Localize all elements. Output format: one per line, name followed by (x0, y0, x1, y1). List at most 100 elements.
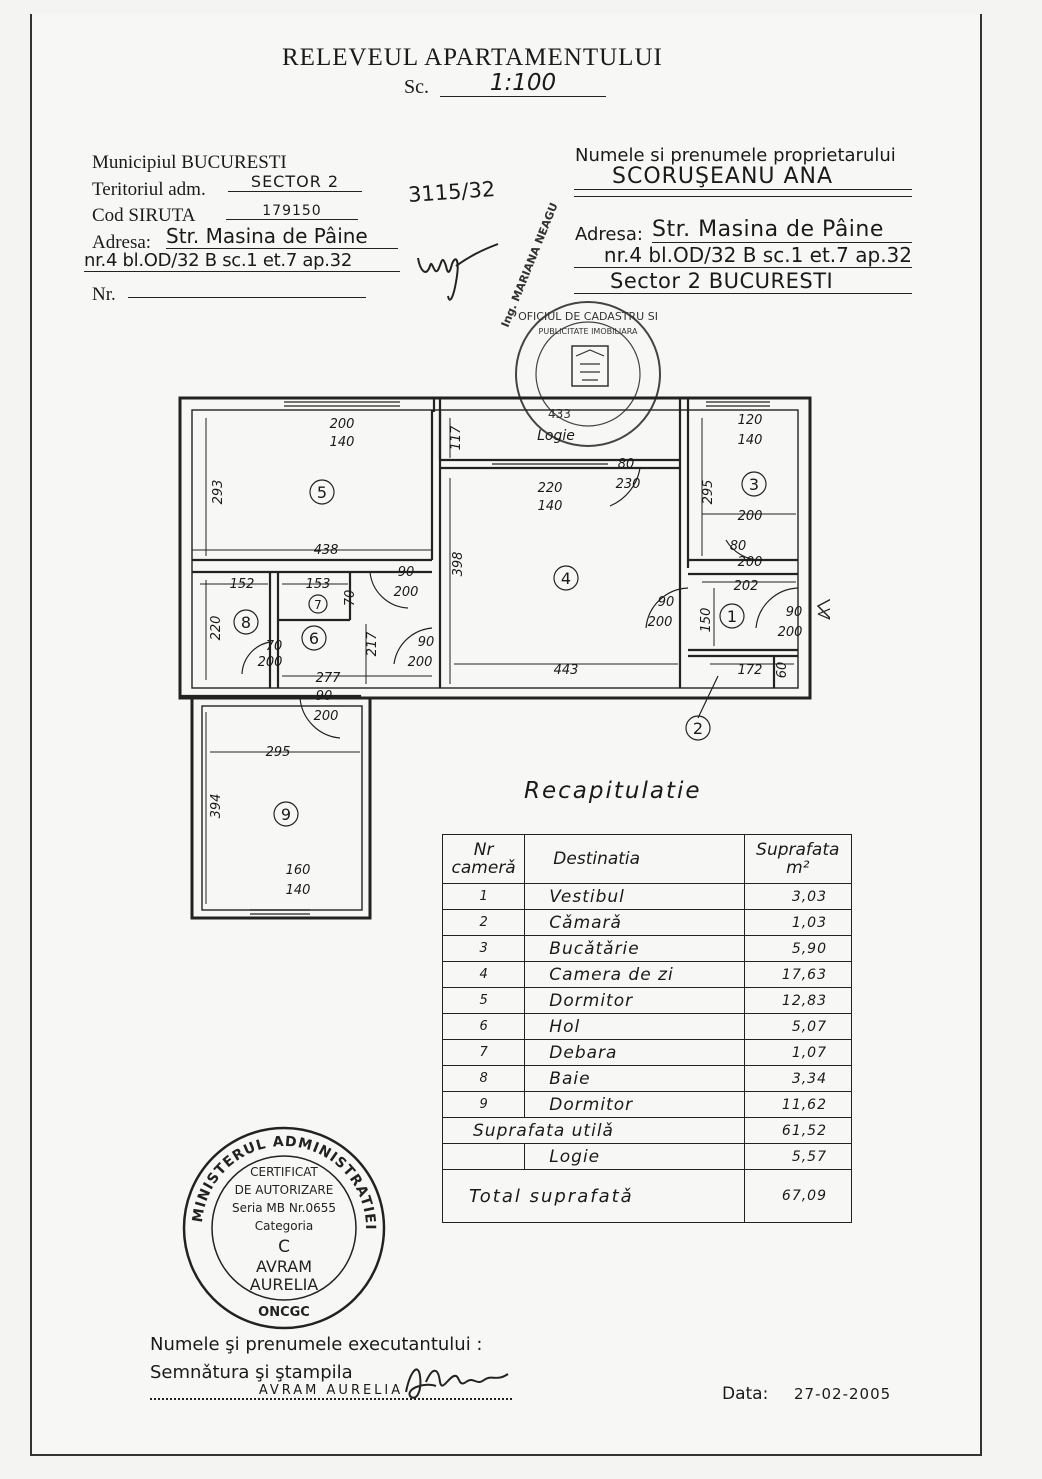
row-nr: 6 (441, 1013, 526, 1040)
dim-r9-depth: 394 (209, 794, 224, 819)
row-dest: Cǎmarǎ (524, 909, 745, 936)
col-dest-header: Destinatia (524, 834, 745, 884)
owner-adresa-label: Adresa: (575, 224, 643, 245)
logie-nr-empty (441, 1143, 526, 1170)
owner-adresa-line1: Str. Masina de Pâine (652, 217, 912, 243)
ministry-line6: AVRAM (256, 1257, 312, 1276)
row-supr: 3,34 (743, 1065, 853, 1092)
dim-r3-depth: 295 (701, 480, 716, 505)
room-4-number: 4 (561, 569, 571, 588)
dim-r1-door-right-h: 200 (778, 625, 803, 640)
dim-r4-door-h: 230 (616, 477, 641, 492)
ministry-stamp: MINISTERUL ADMINISTRATIEI PUBLICE CERTIF… (180, 1124, 386, 1330)
ministry-line5: C (278, 1237, 290, 1257)
dim-r2-depth: 60 (775, 662, 790, 679)
ministry-line2: DE AUTORIZARE (235, 1183, 334, 1197)
row-supr: 12,83 (743, 987, 853, 1014)
row-dest: Debara (524, 1039, 745, 1066)
dim-r1-door-left-h: 200 (648, 615, 673, 630)
logie-label: Logie (524, 1143, 745, 1170)
room-2-number: 2 (693, 719, 703, 738)
dim-r8-door-h: 200 (258, 655, 283, 670)
dim-r4-window-h: 140 (538, 499, 563, 514)
floor-plan: 5 4 3 1 2 6 7 8 9 Logie 200 140 438 293 … (178, 396, 830, 920)
dim-r3-window-h: 140 (738, 433, 763, 448)
row-supr: 5,07 (743, 1013, 853, 1040)
room-9-number: 9 (281, 805, 291, 824)
total-value: 67,09 (743, 1169, 853, 1223)
ministry-line7: AURELIA (250, 1275, 319, 1294)
sign-label: Semnǎtura şi ştampila (150, 1362, 353, 1383)
col-nr-header: Nr camerǎ (441, 834, 526, 884)
util-label: Suprafata utilǎ (442, 1117, 745, 1144)
row-supr: 1,07 (743, 1039, 853, 1066)
dim-r8-door-w: 70 (266, 639, 283, 654)
dim-r3-door-h: 200 (738, 555, 763, 570)
total-row: Total suprafatǎ 67,09 (442, 1169, 853, 1223)
dim-r8-width: 152 (230, 577, 255, 592)
dim-r1-door-right-w: 90 (786, 605, 803, 620)
dim-r9-window-h: 140 (286, 883, 311, 898)
svg-text:OFICIUL DE CADASTRU SI: OFICIUL DE CADASTRU SI (518, 310, 658, 323)
dim-r1-width: 202 (734, 579, 759, 594)
scale-value: 1:100 (440, 70, 606, 97)
dim-r6-door-w: 90 (398, 565, 415, 580)
row-nr: 7 (441, 1039, 526, 1066)
ministry-line1: CERTIFICAT (250, 1165, 318, 1179)
dim-r3-width: 200 (738, 509, 763, 524)
room-8-number: 8 (241, 613, 251, 632)
date-label: Data: (722, 1384, 769, 1404)
row-nr: 2 (441, 909, 526, 936)
adresa-line2: nr.4 bl.OD/32 B sc.1 et.7 ap.32 (84, 250, 400, 272)
ministry-bottom: ONCGC (258, 1305, 310, 1320)
dim-r2-width: 172 (738, 663, 763, 678)
handwritten-signature-top (417, 243, 499, 301)
dim-r4-depth: 398 (451, 552, 466, 577)
nr-blank-line (128, 297, 366, 298)
nr-label: Nr. (92, 284, 116, 305)
recap-header-row: Nr camerǎ Destinatia Suprafata m² (441, 834, 853, 884)
logia-label: Logie (537, 428, 575, 444)
owner-adresa-line3: Sector 2 BUCURESTI (574, 269, 912, 294)
dim-r6-door-h: 200 (394, 585, 419, 600)
dim-r9-door-w: 90 (316, 689, 333, 704)
owner-adresa-line2: nr.4 bl.OD/32 B sc.1 et.7 ap.32 (574, 243, 912, 268)
total-label: Total suprafatǎ (442, 1169, 745, 1223)
logie-value: 5,57 (743, 1143, 853, 1170)
dim-r5-depth: 293 (211, 480, 226, 505)
dim-r8-depth: 220 (209, 616, 224, 641)
util-value: 61,52 (743, 1117, 853, 1144)
recap-title: Recapitulatie (524, 778, 702, 804)
row-dest: Dormitor (524, 987, 745, 1014)
room-3-number: 3 (749, 475, 759, 494)
dim-r7-door: 70 (343, 590, 358, 607)
cod-siruta-value: 179150 (226, 203, 358, 220)
row-nr: 4 (441, 961, 526, 988)
adresa-line1: Str. Masina de Pâine (166, 224, 398, 249)
room-6-number: 6 (309, 629, 319, 648)
dim-r5-window-h: 140 (330, 435, 355, 450)
row-supr: 5,90 (743, 935, 853, 962)
logie-row: Logie 5,57 (441, 1143, 853, 1170)
teritoriul-value: SECTOR 2 (228, 172, 362, 192)
dim-r1-door-left-w: 90 (658, 595, 675, 610)
row-nr: 9 (441, 1091, 526, 1118)
room-5-number: 5 (317, 483, 327, 502)
dim-r7-width: 153 (306, 577, 331, 592)
exec-label: Numele şi prenumele executantului : (150, 1334, 483, 1355)
dim-r6-door2-h: 200 (408, 655, 433, 670)
util-row: Suprafata utilǎ 61,52 (442, 1117, 853, 1144)
dim-r4-window-w: 220 (538, 481, 563, 496)
row-dest: Bucǎtǎrie (524, 935, 745, 962)
row-dest: Camera de zi (524, 961, 745, 988)
dim-r9-window-w: 160 (286, 863, 311, 878)
row-dest: Baie (524, 1065, 745, 1092)
row-supr: 1,03 (743, 909, 853, 936)
row-supr: 3,03 (743, 883, 853, 910)
